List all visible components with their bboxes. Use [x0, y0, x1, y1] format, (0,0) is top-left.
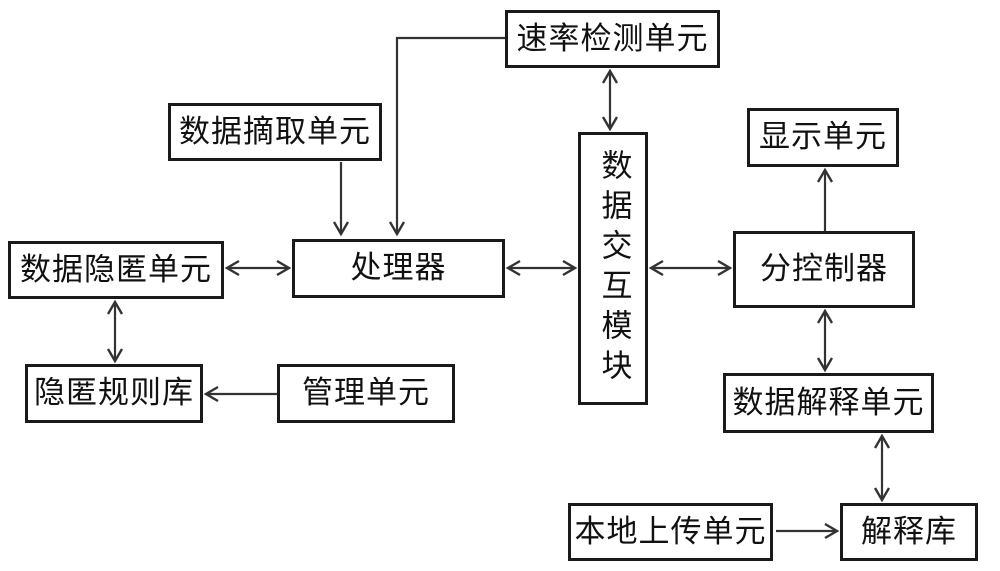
node-data-interaction-module: 数据交互模块	[578, 132, 648, 405]
node-data-interpretation-unit: 数据解释单元	[723, 373, 934, 433]
node-data-extraction-unit: 数据摘取单元	[168, 103, 382, 161]
node-display-unit: 显示单元	[747, 108, 899, 167]
node-local-upload-unit: 本地上传单元	[568, 503, 773, 561]
node-hiding-rule-library: 隐匿规则库	[25, 364, 203, 423]
node-processor: 处理器	[292, 239, 505, 298]
node-management-unit: 管理单元	[277, 364, 455, 423]
node-data-hiding-unit: 数据隐匿单元	[8, 241, 224, 299]
node-interpretation-library: 解释库	[840, 503, 978, 561]
node-sub-controller: 分控制器	[733, 231, 915, 308]
connector-rate-detection-to-processor	[397, 36, 505, 234]
node-rate-detection-unit: 速率检测单元	[505, 10, 720, 68]
